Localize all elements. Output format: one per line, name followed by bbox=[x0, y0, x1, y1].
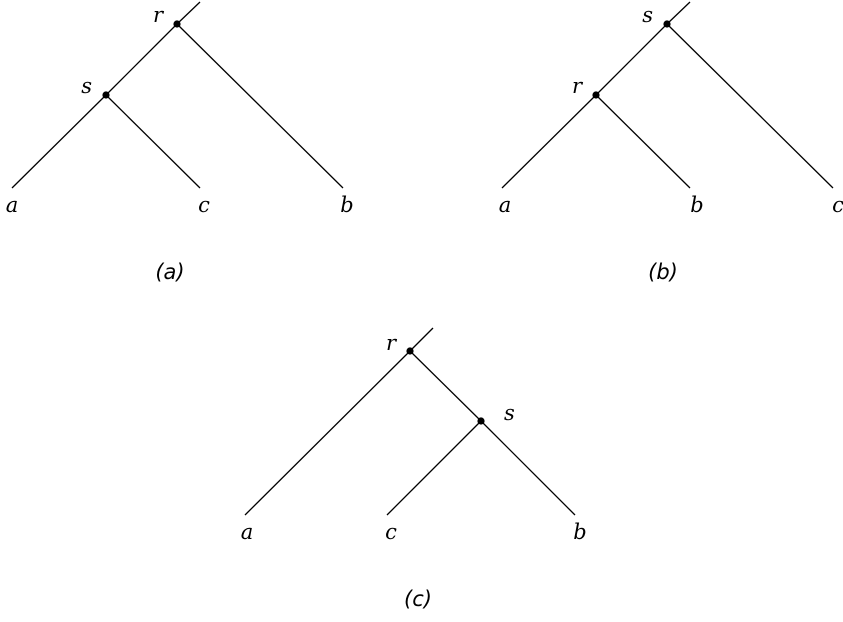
tree-a: r s a c b (a) bbox=[6, 1, 354, 284]
edge-s-c bbox=[386, 420, 482, 516]
node-dot-s bbox=[102, 91, 110, 99]
leaf-label-c: c bbox=[198, 193, 210, 217]
edge-r-a bbox=[501, 94, 597, 189]
node-label-r: r bbox=[572, 74, 584, 98]
leaf-label-a: a bbox=[6, 193, 19, 217]
node-dot-r bbox=[173, 20, 181, 28]
node-label-r: r bbox=[386, 331, 398, 355]
node-label-s: s bbox=[642, 3, 653, 27]
edge-r-a bbox=[244, 350, 411, 516]
node-label-r: r bbox=[153, 3, 165, 27]
edge-s-c bbox=[666, 23, 834, 189]
edge-s-c bbox=[105, 94, 201, 189]
leaf-label-c: c bbox=[385, 520, 397, 544]
edge-s-r bbox=[595, 23, 668, 96]
leaf-label-b: b bbox=[573, 520, 586, 544]
leaf-label-a: a bbox=[241, 520, 254, 544]
edge-r-s bbox=[409, 350, 482, 422]
leaf-label-c: c bbox=[832, 193, 843, 217]
root-stem-edge bbox=[666, 1, 691, 25]
leaf-label-a: a bbox=[499, 193, 512, 217]
edge-s-b bbox=[480, 420, 576, 516]
node-dot-r bbox=[592, 91, 600, 99]
caption-b: (b) bbox=[648, 260, 678, 284]
node-dot-s bbox=[663, 20, 671, 28]
edge-r-s bbox=[105, 23, 178, 96]
root-stem-edge bbox=[176, 1, 201, 25]
edge-r-b bbox=[176, 23, 344, 189]
root-stem-edge bbox=[409, 327, 434, 352]
node-dot-r bbox=[406, 347, 414, 355]
tree-b: s r a b c (b) bbox=[499, 1, 843, 284]
edge-r-b bbox=[595, 94, 691, 189]
tree-c: r s a c b (c) bbox=[241, 327, 587, 611]
leaf-label-b: b bbox=[690, 193, 703, 217]
leaf-label-b: b bbox=[340, 193, 353, 217]
node-dot-s bbox=[477, 417, 485, 425]
caption-a: (a) bbox=[155, 260, 184, 284]
node-label-s: s bbox=[504, 401, 515, 425]
edge-s-a bbox=[11, 94, 107, 189]
node-label-s: s bbox=[81, 74, 92, 98]
caption-c: (c) bbox=[404, 587, 432, 611]
